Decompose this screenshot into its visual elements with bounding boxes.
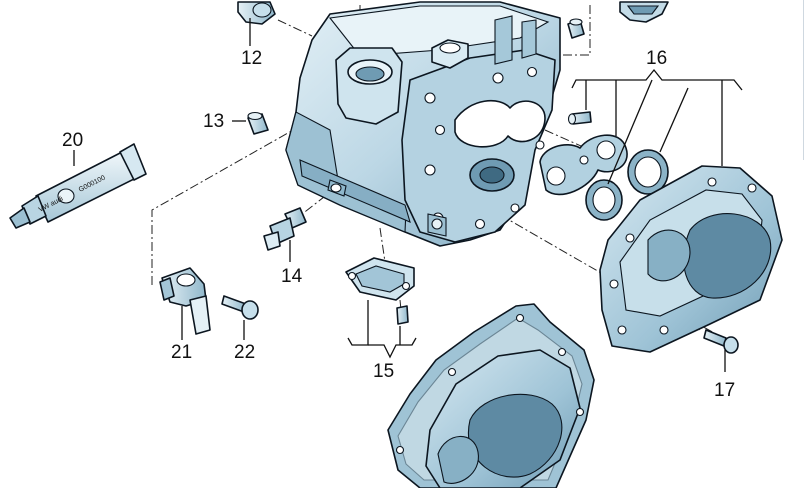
callout-12: 12	[241, 48, 262, 69]
frame-edge	[803, 0, 810, 160]
part-15-cover	[345, 257, 415, 325]
part-20-sealant-tube: VW audi G000100	[9, 143, 147, 229]
side-cover	[599, 165, 783, 353]
top-plug	[567, 18, 585, 39]
part-22-bolt	[221, 295, 259, 320]
callout-22: 22	[234, 342, 255, 363]
top-right-seal-ring	[619, 1, 669, 23]
callout-14: 14	[281, 266, 303, 287]
part-14-sensor	[263, 207, 307, 251]
leader-lines	[73, 18, 743, 372]
bottom-cover	[387, 303, 595, 488]
gearbox-housing	[285, 1, 561, 247]
part-13-sleeve	[247, 111, 269, 135]
callout-13: 13	[203, 111, 224, 132]
callout-20: 20	[62, 130, 83, 151]
part-12-plug	[237, 1, 276, 25]
callout-17: 17	[714, 380, 735, 401]
callout-21: 21	[171, 342, 192, 363]
callout-numbers: 12 13 14 15 16 17 20 21 22	[62, 48, 735, 401]
part-21-elbow	[159, 267, 211, 335]
part-17-bolt	[703, 329, 739, 354]
callout-15: 15	[373, 361, 394, 382]
callout-16: 16	[646, 48, 667, 69]
part-16-bearings	[539, 111, 669, 221]
